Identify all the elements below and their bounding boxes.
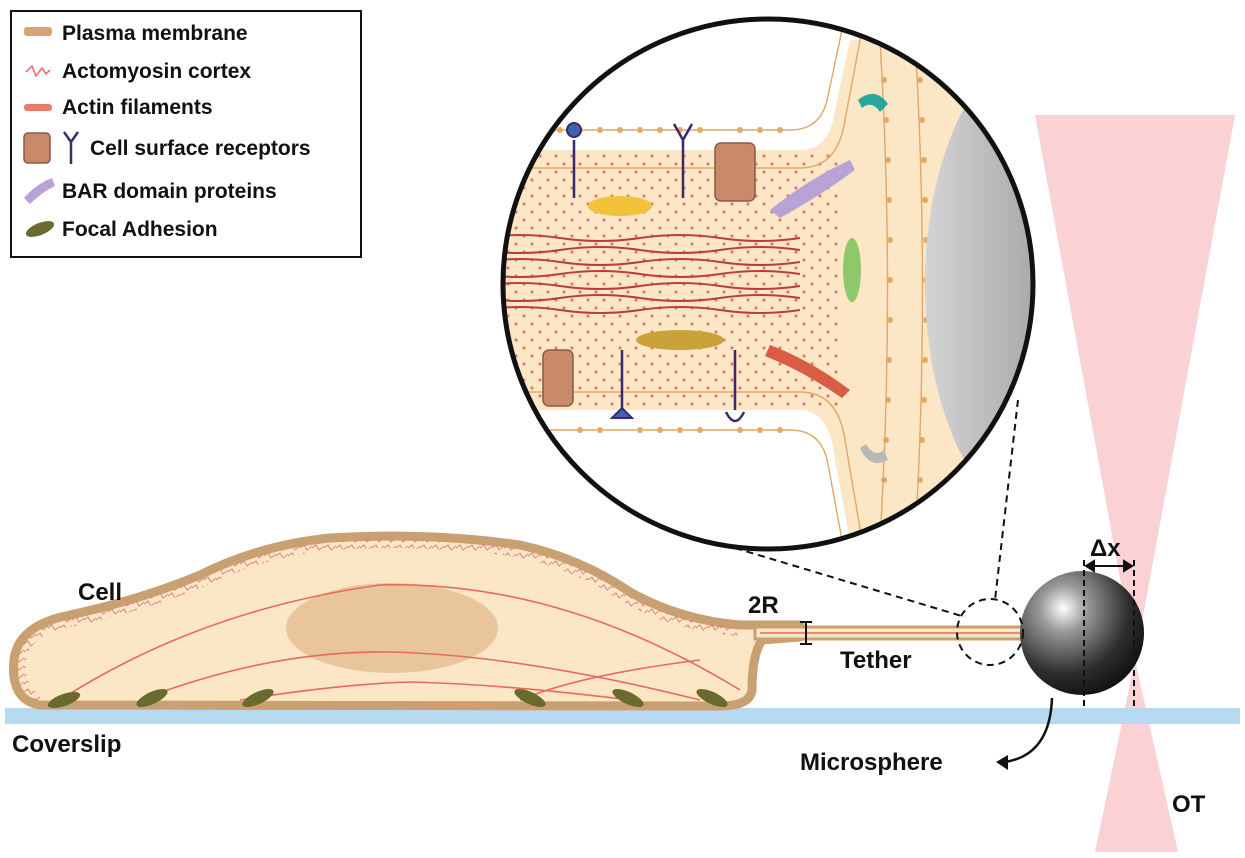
tether-radius-label: 2R xyxy=(748,592,779,619)
optical-trap-beam xyxy=(1035,115,1235,852)
actin-bundle xyxy=(503,234,801,314)
legend-item-label: Actomyosin cortex xyxy=(62,60,251,83)
focal-adhesions xyxy=(47,688,728,709)
magnified-view xyxy=(500,16,1036,552)
legend: Plasma membrane Actomyosin cortex Actin … xyxy=(10,10,362,258)
legend-item-label: Plasma membrane xyxy=(62,22,248,45)
legend-item-label: BAR domain proteins xyxy=(62,180,277,203)
optical-trap-label: OT xyxy=(1172,791,1206,818)
displacement-marker xyxy=(1083,559,1135,708)
displacement-label: Δx xyxy=(1090,535,1121,562)
legend-item-label: Focal Adhesion xyxy=(62,218,218,241)
legend-item-label: Cell surface receptors xyxy=(90,137,311,160)
tether-label: Tether xyxy=(840,647,912,674)
tether-radius-marker xyxy=(800,621,812,645)
legend-item-label: Actin filaments xyxy=(62,96,213,119)
microsphere-surface xyxy=(925,34,1033,534)
coverslip xyxy=(5,708,1240,724)
actin-line-icon xyxy=(24,104,52,111)
cell-label: Cell xyxy=(78,579,122,606)
coverslip-label: Coverslip xyxy=(12,731,121,758)
zoom-region-marker xyxy=(956,598,1024,666)
bar-protein-icon xyxy=(24,178,55,204)
microsphere xyxy=(1020,571,1144,695)
microsphere-arrow xyxy=(1004,697,1054,764)
cortex-squiggle-icon xyxy=(25,64,51,78)
receptor-icon xyxy=(23,131,80,164)
membrane-swatch-icon xyxy=(24,27,52,36)
cell-body xyxy=(9,531,1027,711)
microsphere-label: Microsphere xyxy=(800,749,943,776)
nucleus xyxy=(286,583,498,673)
focal-adhesion-icon xyxy=(25,221,55,237)
